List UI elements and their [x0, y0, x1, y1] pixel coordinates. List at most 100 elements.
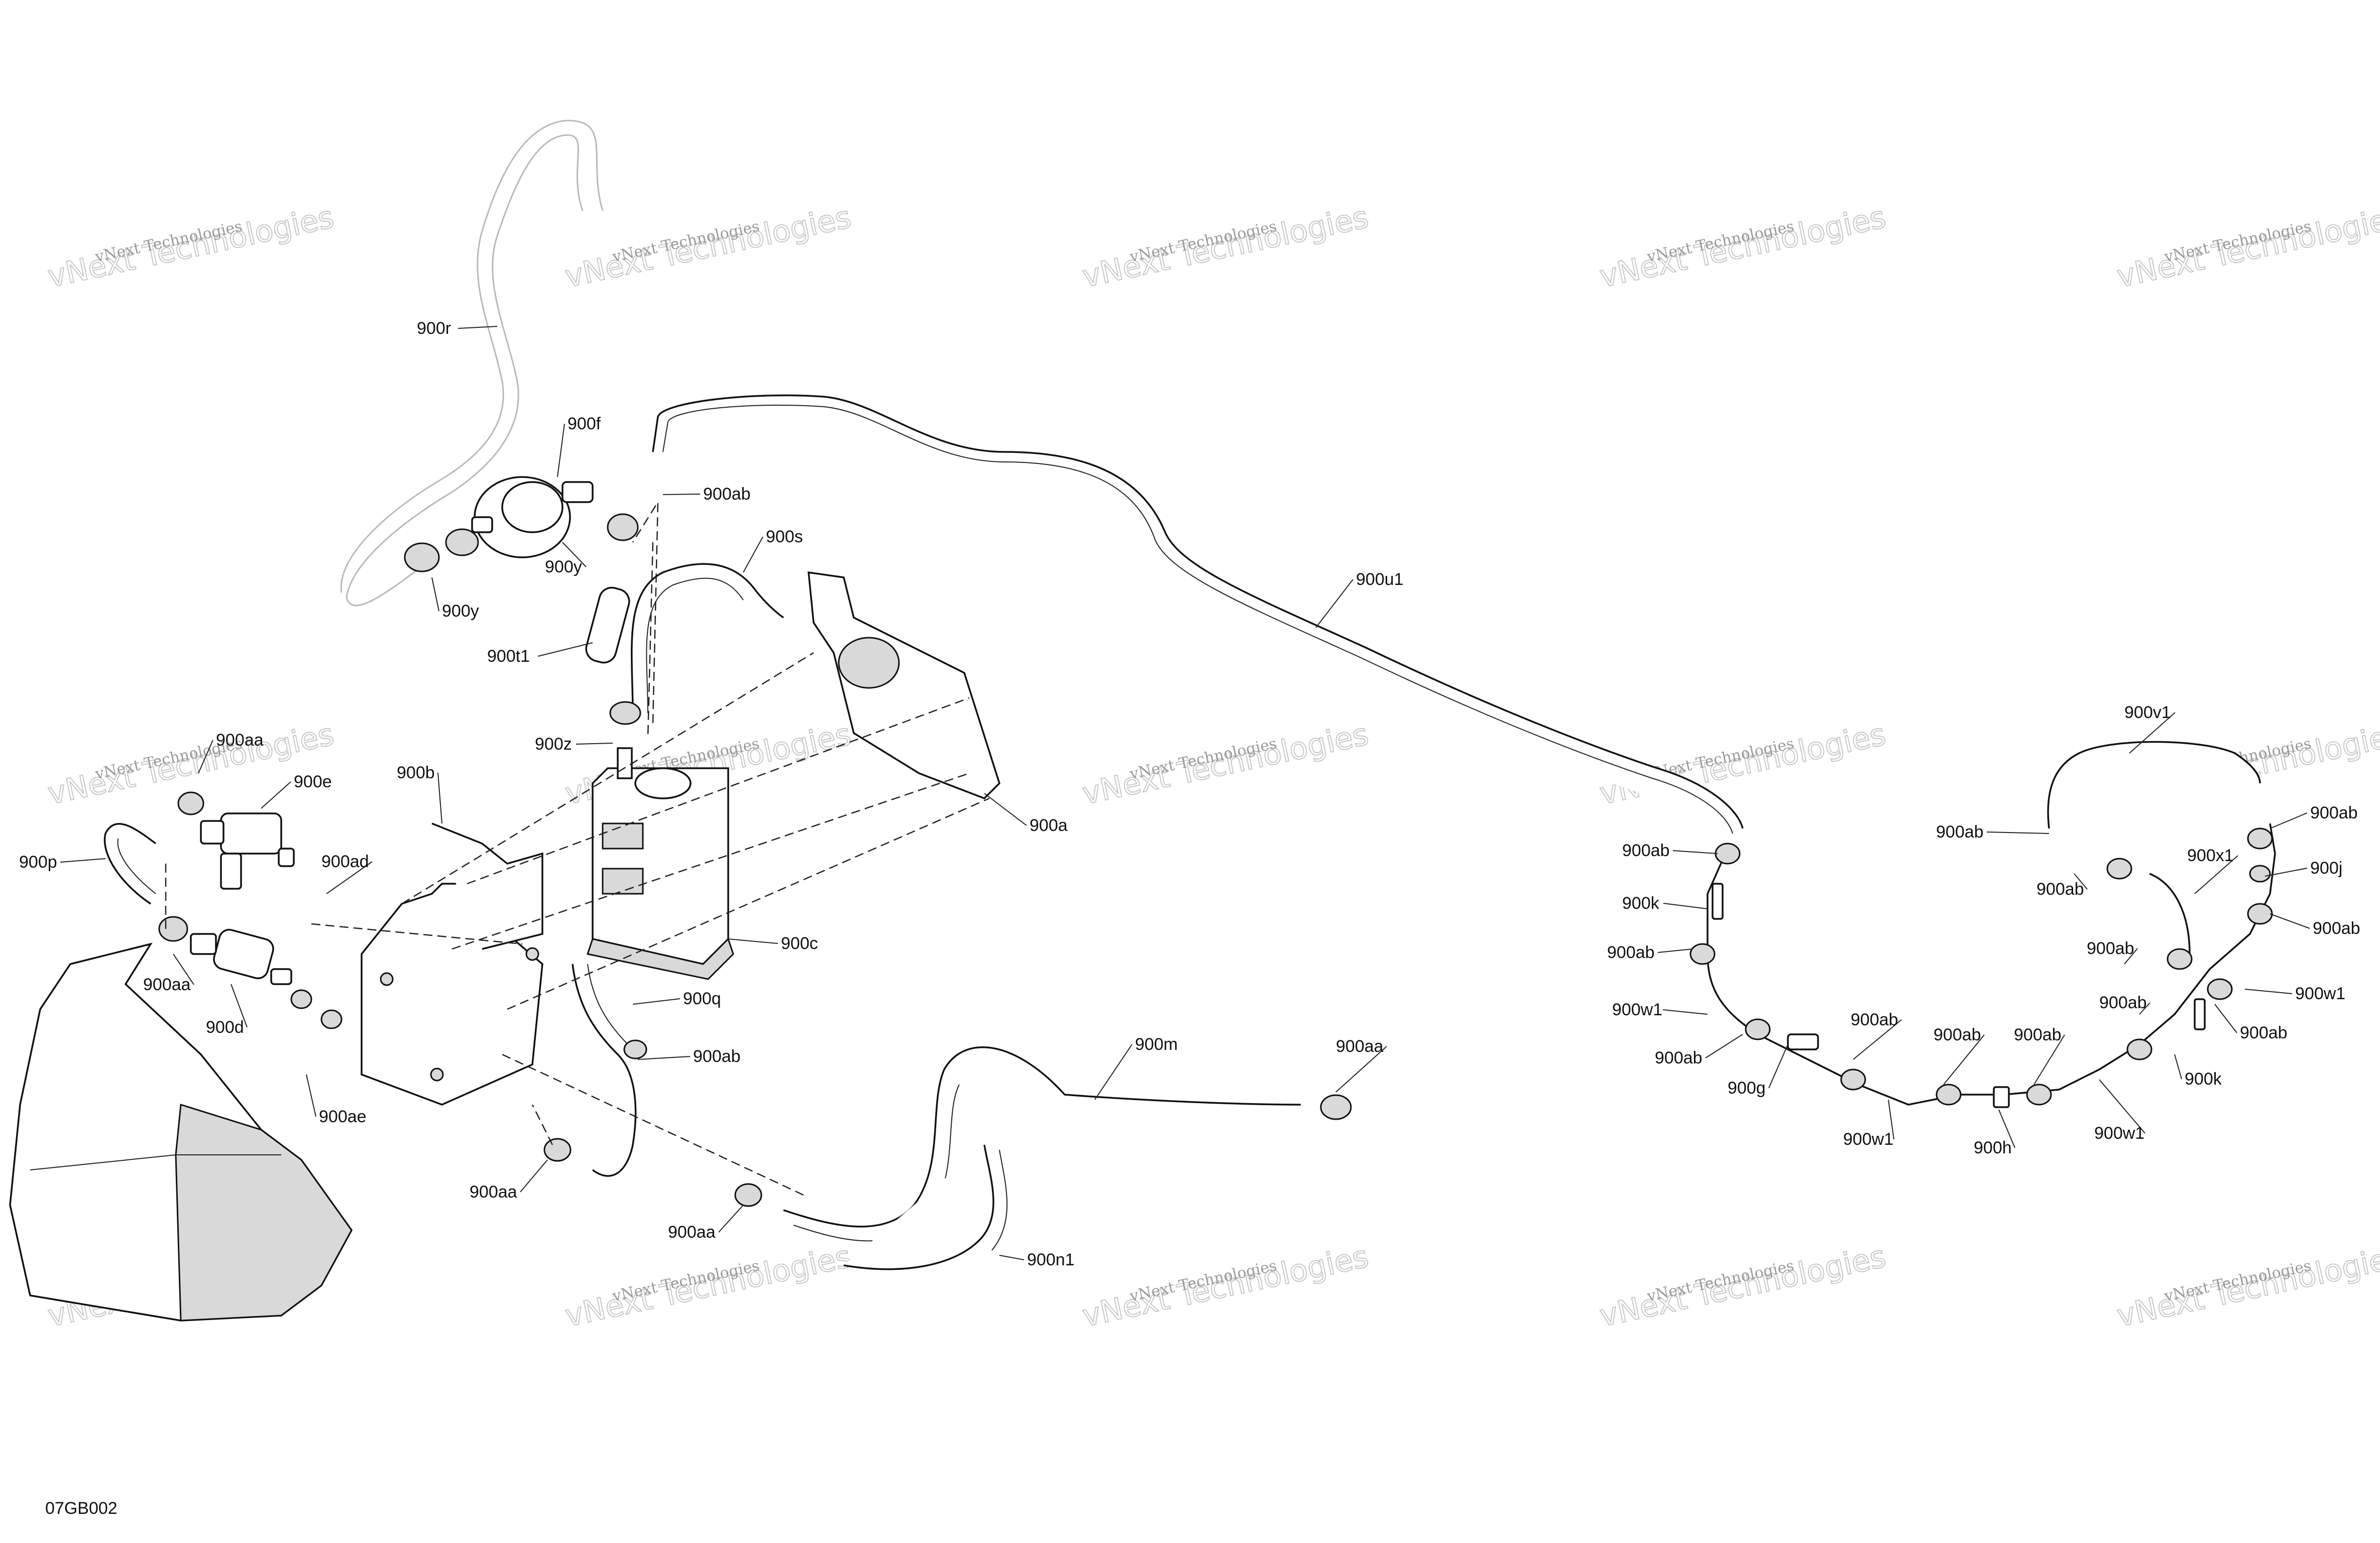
leader-line — [984, 793, 1027, 826]
leader-line — [2124, 948, 2138, 965]
leader-line — [2074, 873, 2088, 890]
callout-label: 900ab — [2087, 939, 2134, 958]
leader-line — [458, 326, 498, 329]
leader-line — [2099, 1079, 2145, 1134]
leader-line — [576, 743, 613, 745]
callout-leaders — [60, 326, 2310, 1260]
leader-line — [231, 984, 248, 1028]
leader-line — [1315, 579, 1353, 628]
callout-label: 900n1 — [1027, 1250, 1075, 1269]
callout-label: 900ab — [1622, 841, 1670, 860]
callout-label: 900t1 — [487, 647, 530, 666]
callout-label: 900r — [417, 319, 451, 338]
filter-900d — [158, 916, 343, 1029]
leader-line — [1657, 948, 1693, 953]
callout-label: 900ab — [2240, 1023, 2288, 1042]
callout-label: 900y — [442, 602, 479, 621]
callout-label: 900v1 — [2124, 703, 2171, 722]
leader-line — [1768, 1044, 1788, 1089]
callout-label: 900ab — [693, 1047, 741, 1066]
hose-900u1 — [652, 394, 1744, 834]
callout-label: 900j — [2310, 859, 2342, 878]
callout-label: 900ab — [2036, 880, 2084, 899]
leader-line — [728, 938, 778, 944]
leader-line — [60, 858, 106, 863]
watermark-outline-text: vNext Technologies — [1597, 1239, 1889, 1334]
callout-label: 900m — [1135, 1035, 1178, 1054]
leader-line — [2244, 989, 2293, 994]
solenoid-900e — [177, 791, 295, 890]
callout-label: 900b — [397, 763, 435, 782]
leader-line — [637, 1056, 691, 1060]
callout-label: 900ab — [1607, 943, 1655, 962]
callout-label: 900x1 — [2187, 846, 2234, 865]
watermark-outline-text: vNext Technologies — [1079, 200, 1372, 295]
leader-line — [557, 423, 565, 478]
callout-label: 900ab — [1934, 1025, 1981, 1044]
callout-label: 900k — [1622, 894, 1660, 913]
leader-line — [437, 772, 442, 824]
callout-label: 900ab — [1851, 1010, 1898, 1029]
hose-900p — [103, 823, 157, 905]
callout-label: 900ab — [2313, 919, 2360, 938]
hose-900q — [543, 964, 647, 1177]
callout-label: 900ad — [321, 852, 369, 871]
leader-line — [1888, 1099, 1894, 1140]
leader-line — [537, 642, 593, 657]
callout-label: 900a — [1030, 816, 1068, 835]
leader-line — [632, 998, 681, 1005]
leader-line — [326, 861, 373, 894]
leader-line — [173, 954, 194, 985]
leader-line — [431, 577, 439, 612]
callout-label: 900aa — [1336, 1037, 1384, 1056]
callout-label: 900u1 — [1356, 570, 1404, 589]
leader-line — [2264, 868, 2308, 877]
leader-line — [662, 494, 701, 495]
callout-label: 900q — [683, 989, 721, 1008]
callout-label: 900d — [206, 1018, 244, 1037]
callout-label: 900c — [781, 934, 818, 953]
callout-label: 900aa — [216, 731, 264, 750]
callout-label: 900aa — [470, 1182, 517, 1202]
callout-label: 900ae — [319, 1107, 367, 1126]
cover-panel — [9, 942, 353, 1322]
callout-label: 900ab — [1655, 1048, 1703, 1067]
leader-line — [1094, 1044, 1132, 1100]
callout-label: 900w1 — [1612, 1000, 1662, 1019]
leader-line — [1335, 1046, 1387, 1093]
callout-labels: 900r900f900ab900y900y900s900t1900z900u19… — [19, 319, 2360, 1269]
watermark-outline-text: vNext Technologies — [1597, 200, 1889, 295]
callout-label: 900w1 — [1843, 1130, 1893, 1149]
callout-label: 900h — [1974, 1138, 2012, 1157]
bracket-900b — [361, 822, 543, 1106]
leader-line — [1998, 1109, 2015, 1148]
right-hose-assembly — [1689, 741, 2276, 1108]
leader-line — [562, 542, 587, 567]
bracket-900a — [808, 571, 1000, 800]
leader-line — [718, 1205, 744, 1233]
leader-line — [2214, 1004, 2237, 1033]
callout-label: 900f — [568, 414, 601, 433]
leader-line — [1662, 1009, 1708, 1015]
leader-line — [1705, 1034, 1743, 1058]
watermark-outline-text: vNext Technologies — [45, 200, 337, 295]
hose-900n1 — [843, 1144, 1008, 1270]
watermark-outline-text: vNext Technologies — [1079, 1239, 1372, 1334]
callout-label: 900w1 — [2094, 1124, 2144, 1143]
leader-line — [1986, 832, 2050, 834]
callout-label: 900ab — [2310, 803, 2358, 822]
callout-label: 900aa — [668, 1223, 716, 1242]
leader-line — [743, 536, 763, 573]
watermark-outline-text: vNext Technologies — [562, 200, 854, 295]
callout-label: 900s — [766, 527, 803, 546]
